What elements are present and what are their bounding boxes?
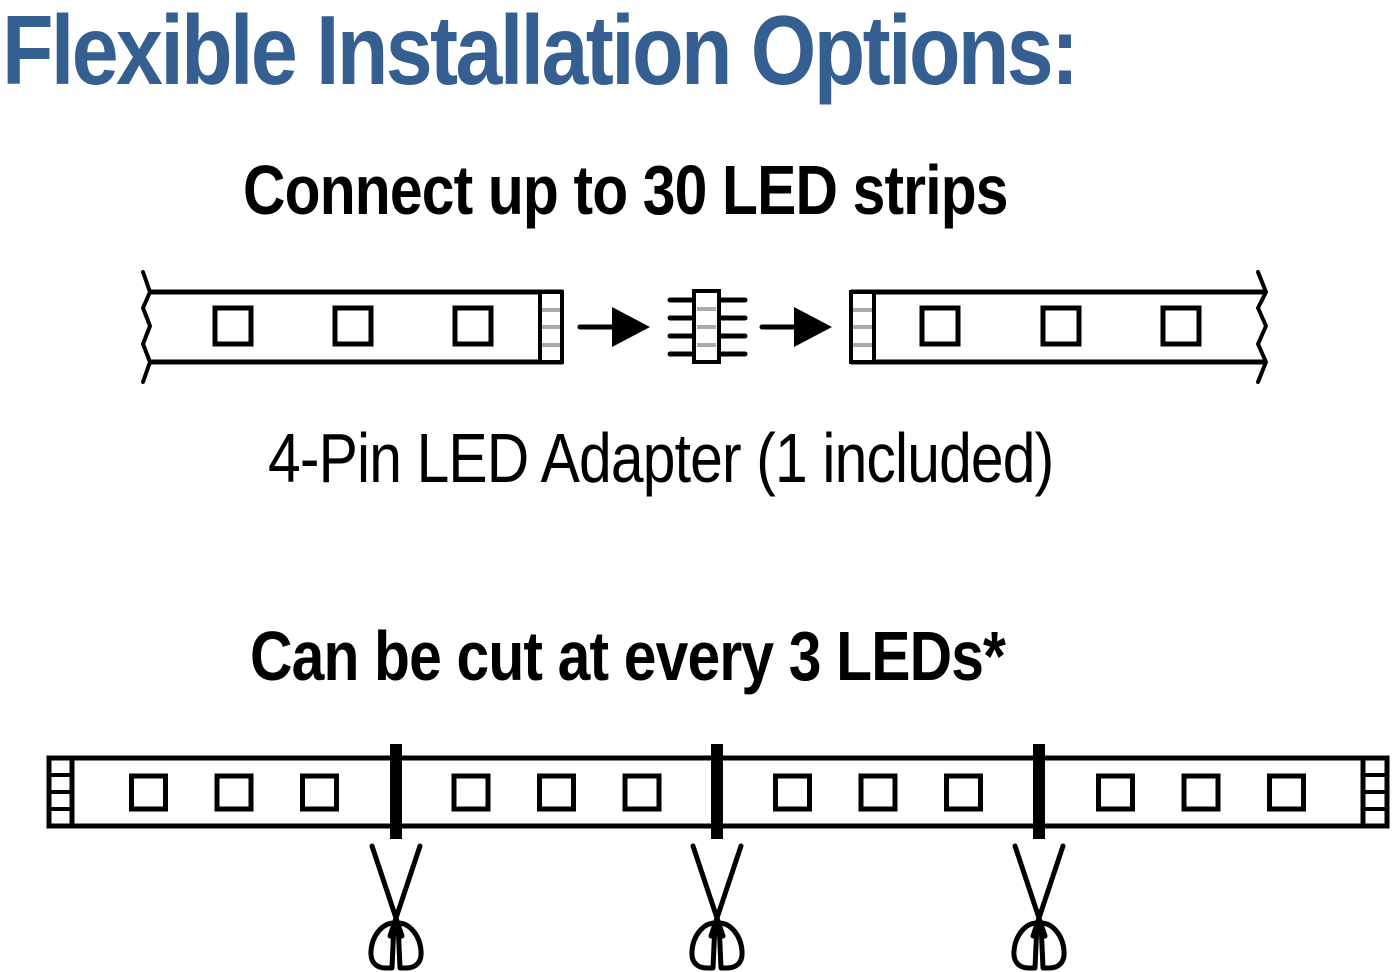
cut-line-mark [711, 744, 723, 839]
led-square [858, 773, 898, 812]
cut-line-mark [1033, 744, 1045, 839]
strip-end-connector [538, 290, 564, 364]
led-square [129, 773, 168, 812]
scissors-icon [1014, 846, 1064, 968]
led-square [452, 305, 494, 347]
connect-heading: Connect up to 30 LED strips [243, 151, 1009, 229]
torn-edge-left [141, 270, 152, 384]
led-square [1040, 305, 1082, 347]
led-squares [129, 773, 1306, 812]
led-square [1267, 773, 1306, 812]
strip-end-pads-right [1360, 758, 1387, 826]
led-square [214, 773, 254, 812]
led-strip-right [849, 270, 1268, 384]
cut-line-mark [390, 744, 402, 839]
led-square [300, 773, 339, 812]
led-square [1181, 773, 1221, 812]
adapter-caption: 4-Pin LED Adapter (1 included) [268, 419, 1054, 497]
led-square [332, 305, 374, 347]
page-title: Flexible Installation Options: [2, 0, 1079, 105]
led-square [1096, 773, 1135, 812]
scissors-icon [692, 846, 742, 968]
led-square [451, 773, 491, 812]
strip-end-connector [849, 290, 876, 364]
scissors-icon [371, 846, 421, 968]
long-led-strip [46, 744, 1390, 968]
four-pin-adapter-icon [667, 289, 748, 364]
cut-heading: Can be cut at every 3 LEDs* [250, 617, 1006, 695]
cut-marks [390, 744, 1045, 839]
arrow-right-icon [759, 307, 832, 347]
scissors-group [371, 846, 1064, 968]
led-strip-left [141, 270, 564, 384]
arrow-right-icon [577, 307, 650, 347]
led-square [773, 773, 812, 812]
led-square [944, 773, 983, 812]
led-square [212, 305, 254, 347]
led-square [537, 773, 576, 812]
strip-end-pads-left [49, 758, 75, 826]
led-square [1160, 305, 1202, 347]
led-square [919, 305, 961, 347]
led-square [622, 773, 662, 812]
torn-edge-right [1256, 270, 1268, 384]
